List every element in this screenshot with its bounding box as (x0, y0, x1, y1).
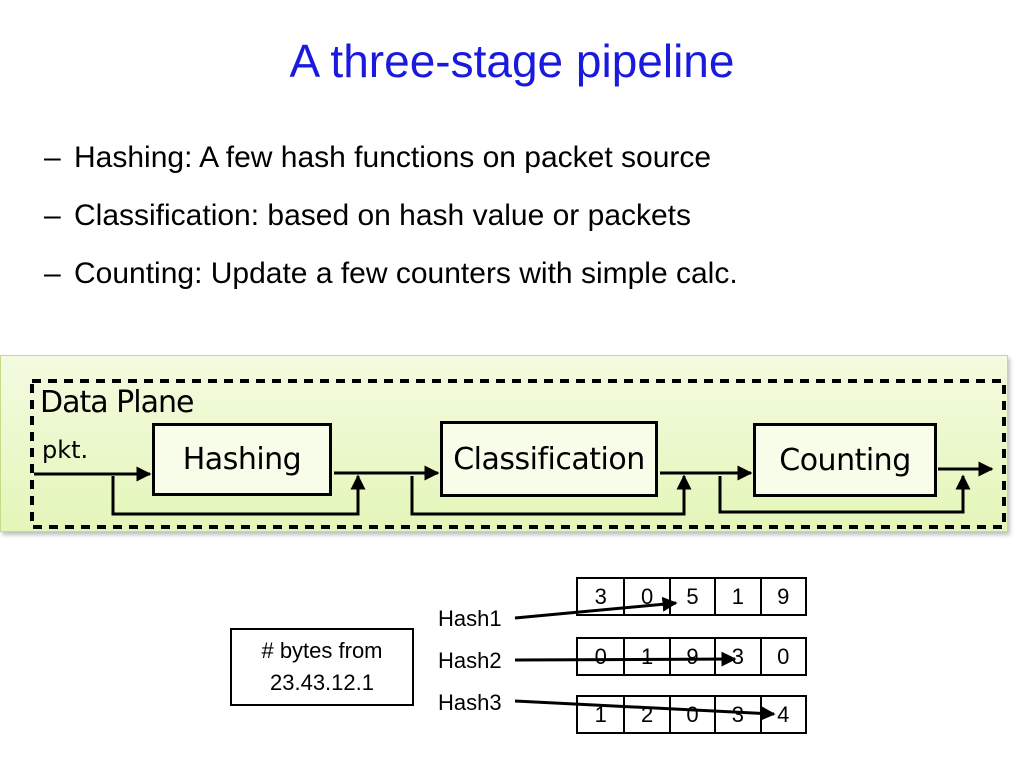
counter-cell: 9 (759, 579, 805, 614)
stage-hashing: Hashing (152, 423, 332, 496)
counter-cell: 3 (594, 583, 607, 609)
counter-cell: 3 (714, 697, 759, 732)
bullet-marker: – (44, 199, 61, 232)
counter-cell: 5 (668, 579, 714, 614)
bullet-marker: – (44, 141, 61, 174)
hash2-label: Hash2 (438, 648, 502, 673)
counter-cell: 4 (759, 697, 805, 732)
counter-table-2: 0 1 9 3 0 (576, 637, 807, 676)
stage-label: Hashing (182, 442, 302, 477)
counter-cell: 0 (668, 697, 714, 732)
counter-cell: 0 (759, 639, 805, 674)
packet-info-box: # bytes from 23.43.12.1 (230, 628, 414, 706)
stage-label: Counting (779, 442, 911, 478)
counter-cell: 3 (714, 639, 759, 674)
counter-cell: 0 (623, 579, 668, 614)
bullet-text: Counting: Update a few counters with sim… (74, 257, 738, 290)
bullet-list: –Hashing: A few hash functions on packet… (44, 138, 738, 312)
info-line: # bytes from (261, 638, 383, 663)
hash3-label: Hash3 (438, 690, 502, 715)
info-line: 23.43.12.1 (270, 670, 374, 695)
counter-cell: 1 (623, 639, 668, 674)
data-plane-label: Data Plane (40, 385, 194, 420)
packet-input-label: pkt. (42, 436, 89, 464)
bullet-counting: –Counting: Update a few counters with si… (44, 254, 738, 312)
bullet-marker: – (44, 257, 61, 290)
counter-cell: 9 (668, 639, 714, 674)
counter-cell: 0 (594, 643, 607, 669)
stage-counting: Counting (753, 423, 937, 497)
bullet-hashing: –Hashing: A few hash functions on packet… (44, 138, 738, 196)
stage-classification: Classification (440, 421, 658, 497)
slide-title: A three-stage pipeline (289, 35, 735, 87)
counter-cell: 1 (714, 579, 759, 614)
bullet-text: Classification: based on hash value or p… (74, 199, 692, 232)
bullet-text: Hashing: A few hash functions on packet … (74, 141, 712, 174)
stage-label: Classification (453, 441, 645, 477)
counter-cell: 2 (623, 697, 668, 732)
counter-table-1: 3 0 5 1 9 (576, 577, 807, 616)
bullet-classification: –Classification: based on hash value or … (44, 196, 738, 254)
hash1-label: Hash1 (438, 606, 502, 631)
counter-table-3: 1 2 0 3 4 (576, 695, 807, 734)
counter-cell: 1 (594, 701, 607, 727)
